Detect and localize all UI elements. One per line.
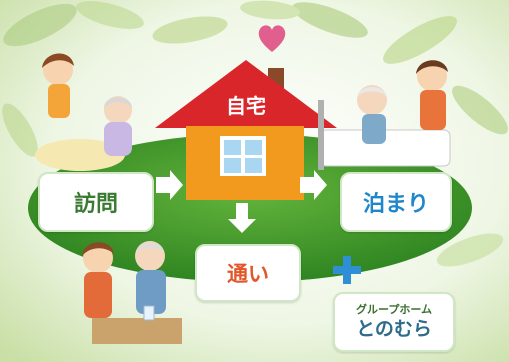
heart-icon bbox=[258, 25, 286, 52]
home-label: 自宅 bbox=[226, 94, 266, 118]
day-service-box: 通い bbox=[195, 244, 301, 302]
arrow-right-icon bbox=[300, 170, 327, 200]
day-service-label: 通い bbox=[227, 262, 269, 286]
overnight-service-box: 泊まり bbox=[340, 172, 452, 232]
overnight-stay-illustration bbox=[318, 60, 451, 170]
visit-service-label: 訪問 bbox=[73, 192, 118, 217]
plus-icon bbox=[333, 256, 361, 284]
leaf-decoration bbox=[2, 0, 508, 267]
arrow-right-icon bbox=[156, 170, 183, 200]
house-icon bbox=[155, 60, 337, 200]
group-home-box: グループホーム とのむら bbox=[333, 292, 455, 352]
group-home-name-label: とのむら bbox=[356, 318, 432, 340]
caregiver-visit-illustration bbox=[35, 53, 132, 171]
day-service-illustration bbox=[82, 241, 182, 344]
overnight-service-label: 泊まり bbox=[362, 192, 429, 217]
service-area-oval bbox=[28, 134, 472, 282]
visit-service-box: 訪問 bbox=[38, 172, 154, 232]
arrow-down-icon bbox=[228, 203, 256, 233]
group-home-type-label: グループホーム bbox=[355, 303, 432, 316]
